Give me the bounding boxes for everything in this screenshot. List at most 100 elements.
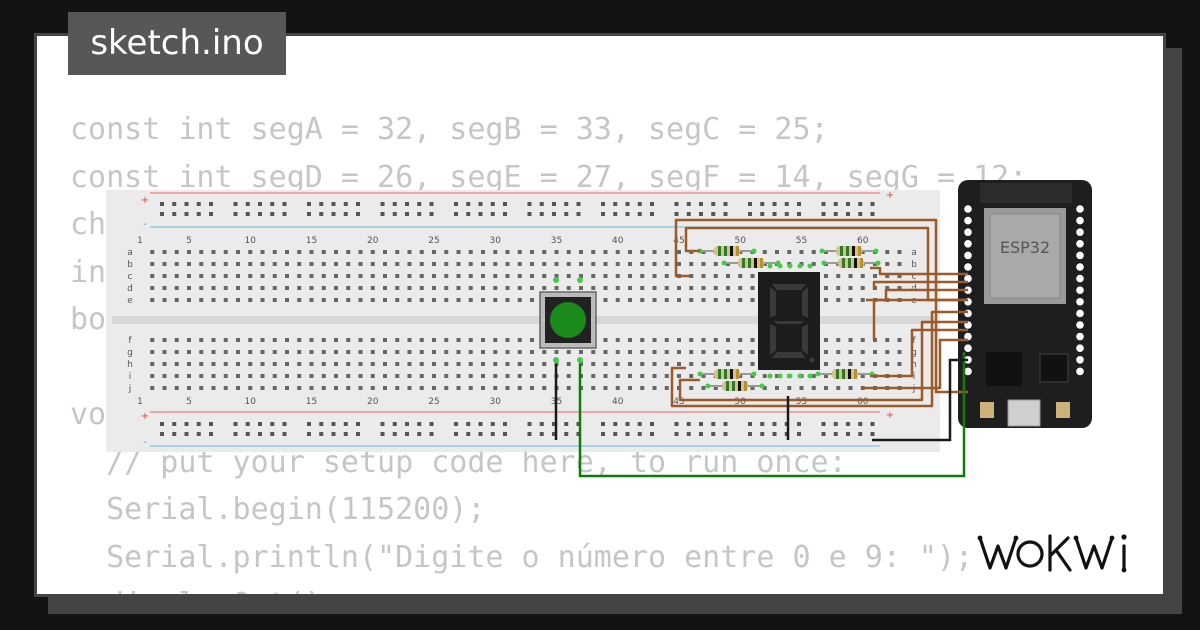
breadboard-hole	[174, 350, 179, 354]
breadboard-hole	[542, 250, 547, 254]
breadboard-hole	[370, 286, 375, 290]
rail-hole	[699, 432, 703, 436]
breadboard-hole	[211, 374, 216, 378]
rail-hole	[711, 202, 716, 206]
rail-hole	[184, 422, 189, 426]
breadboard-hole	[187, 338, 191, 342]
rail-hole	[576, 202, 581, 206]
rail-hole	[748, 432, 752, 436]
breadboard-hole	[272, 286, 277, 290]
breadboard-hole	[591, 262, 596, 266]
breadboard-hole	[517, 286, 522, 290]
breadboard-hole	[395, 386, 400, 390]
breadboard-hole	[530, 374, 534, 378]
breadboard-hole	[383, 274, 387, 278]
breadboard-hole	[321, 274, 326, 278]
breadboard-hole	[811, 374, 816, 378]
breadboard-hole	[407, 362, 412, 366]
breadboard-hole	[383, 362, 387, 366]
breadboard-hole	[566, 274, 571, 278]
breadboard-hole	[334, 274, 338, 278]
breadboard-hole	[603, 250, 608, 254]
resistor-band	[852, 246, 855, 256]
breadboard-hole	[370, 262, 375, 266]
breadboard-hole	[285, 374, 289, 378]
breadboard-hole	[713, 350, 718, 354]
rail-hole	[160, 212, 164, 216]
breadboard-hole	[836, 298, 841, 302]
breadboard-hole	[297, 350, 302, 354]
breadboard-hole	[664, 286, 669, 290]
breadboard-hole	[456, 350, 461, 354]
rail-hole	[723, 422, 728, 426]
rail-hole	[821, 212, 826, 216]
breadboard-hole	[750, 286, 755, 290]
breadboard-hole	[468, 286, 473, 290]
rail-hole	[760, 202, 765, 206]
breadboard-hole	[628, 262, 632, 266]
breadboard-hole	[505, 350, 510, 354]
breadboard-hole	[272, 374, 277, 378]
breadboard-hole	[187, 374, 191, 378]
rail-hole	[625, 422, 630, 426]
rail-hole	[858, 432, 863, 436]
breadboard-hole	[603, 350, 608, 354]
breadboard-hole	[444, 250, 449, 254]
breadboard-hole	[689, 374, 694, 378]
breadboard-hole	[481, 298, 485, 302]
breadboard-hole	[738, 298, 743, 302]
breadboard-hole	[824, 298, 828, 302]
rail-hole	[797, 202, 801, 206]
breadboard-hole	[762, 374, 767, 378]
pin-marker	[751, 371, 757, 377]
breadboard-hole	[885, 338, 890, 342]
breadboard-hole	[407, 262, 412, 266]
breadboard-hole	[395, 338, 400, 342]
breadboard-hole	[419, 374, 424, 378]
rail-hole	[258, 432, 262, 436]
code-line: vo	[70, 397, 107, 432]
breadboard-hole	[334, 386, 338, 390]
breadboard-hole	[897, 362, 902, 366]
code-line: const int segA = 32, segB = 33, segC = 2…	[70, 112, 829, 147]
rail-hole	[184, 202, 189, 206]
rail-hole	[503, 422, 507, 426]
rail-hole	[674, 202, 679, 206]
breadboard-hole	[468, 338, 473, 342]
breadboard-hole	[530, 386, 534, 390]
breadboard-hole	[848, 386, 853, 390]
rail-hole	[417, 422, 422, 426]
pin-marker	[767, 373, 773, 379]
breadboard-hole	[223, 338, 228, 342]
breadboard-hole	[677, 374, 681, 378]
column-number: 45	[673, 236, 684, 246]
breadboard-hole	[199, 350, 204, 354]
rail-hole	[343, 202, 348, 206]
breadboard-hole	[346, 262, 351, 266]
breadboard-hole	[836, 286, 841, 290]
resistor-band	[840, 246, 843, 256]
esp32-pin	[964, 240, 972, 248]
resistor	[705, 381, 765, 391]
breadboard-hole	[517, 274, 522, 278]
wire-brown	[872, 298, 968, 340]
row-letter: f	[912, 336, 916, 346]
rail-hole	[564, 422, 569, 426]
rail-hole	[172, 202, 177, 206]
breadboard-hole	[542, 274, 547, 278]
rail-hole	[429, 432, 434, 436]
breadboard-hole	[383, 250, 387, 254]
rail-hole	[172, 212, 177, 216]
breadboard-hole	[591, 274, 596, 278]
breadboard-hole	[640, 350, 645, 354]
column-number: 5	[186, 236, 192, 246]
breadboard-hole	[640, 286, 645, 290]
rail-hole	[674, 212, 679, 216]
breadboard-hole	[897, 274, 902, 278]
breadboard-hole	[211, 250, 216, 254]
esp32-pin	[1076, 367, 1084, 376]
row-letter: g	[127, 348, 133, 358]
code-line: const int segD = 26, segE = 27, segF = 1…	[70, 159, 1028, 195]
usb-chip	[1039, 353, 1069, 383]
breadboard-hole	[456, 338, 461, 342]
